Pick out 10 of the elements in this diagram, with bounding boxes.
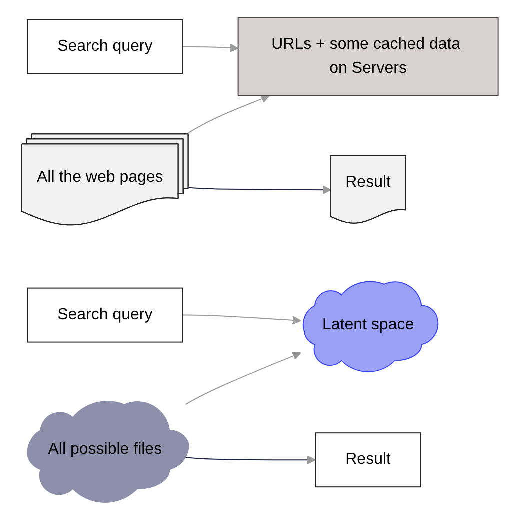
node-box: Result: [314, 432, 422, 488]
arrow: [185, 94, 270, 135]
node-box: URLs + some cached data on Servers: [238, 17, 499, 96]
arrow: [185, 352, 302, 405]
arrow: [185, 455, 316, 464]
node-box: Search query: [26, 19, 184, 74]
arrow: [182, 314, 302, 325]
node-box: Search query: [26, 288, 184, 343]
arrow: [188, 185, 332, 194]
arrow: [182, 43, 239, 52]
